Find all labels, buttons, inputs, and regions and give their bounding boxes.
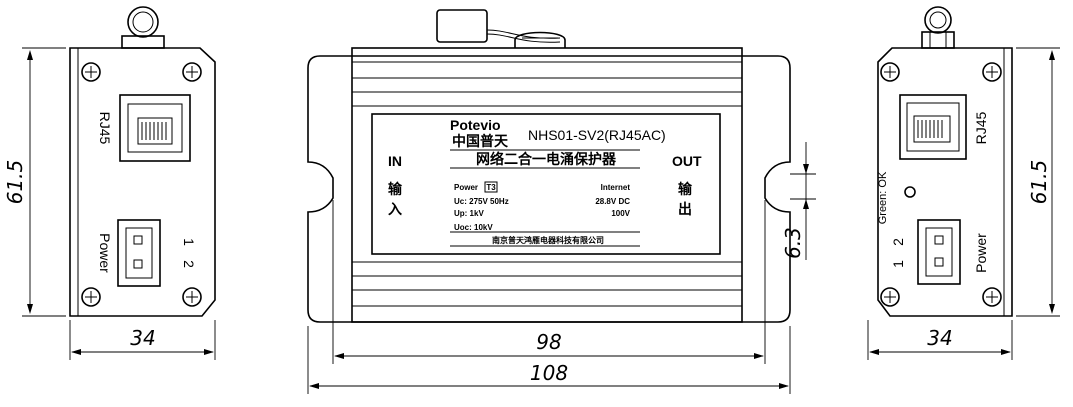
front-inner-value: 98 [536,330,561,354]
right-side-view: RJ45 Green: OK Power 2 1 61.5 [867,6,1060,360]
right-pin-1: 1 [890,260,906,268]
right-screw-bl [880,287,900,307]
left-side-view: RJ45 Power 1 2 61.5 34 [3,6,216,360]
front-label-panel [371,113,721,255]
front-out-label: OUT [672,153,702,169]
right-width-dim [867,320,1013,360]
left-screw-tr [182,62,202,82]
left-power-label: Power [97,233,113,273]
front-brand: Potevio [450,117,501,133]
front-uoc: Uoc: 10kV [454,223,493,232]
left-screw-br [182,287,202,307]
front-in-cn-1: 输 [388,181,403,197]
front-outer-dim [307,326,791,394]
front-cable [436,9,566,48]
right-led [904,186,916,198]
left-height-value: 61.5 [3,160,27,205]
right-led-label: Green: OK [877,171,889,224]
left-gland-ring [127,6,159,38]
right-power-label: Power [973,233,989,273]
left-rj45-label: RJ45 [97,112,113,145]
front-out-cn-1: 输 [678,181,693,197]
right-screw-br [982,287,1002,307]
front-maker: 南京普天鸿雁电器科技有限公司 [492,235,604,245]
right-gland-inner [929,11,947,29]
left-pin-2: 2 [181,260,197,268]
right-screw-tl [880,62,900,82]
front-inner-dim [332,200,766,364]
front-view: Potevio 中国普天 NHS01-SV2(RJ45AC) 网络二合一电涌保护… [307,9,816,394]
front-internet-up: 100V [611,209,630,218]
front-uc: Uc: 275V 50Hz [454,197,509,206]
front-model: NHS01-SV2(RJ45AC) [528,127,666,143]
right-height-value: 61.5 [1027,160,1051,205]
front-internet-label: Internet [601,183,631,192]
front-out-cn-2: 出 [678,201,692,217]
front-outer-value: 108 [530,361,568,385]
left-pin-1: 1 [181,238,197,246]
right-height-dim [1016,47,1060,317]
right-screw-tr [982,62,1002,82]
left-gland-inner [132,11,154,33]
front-hole-value: 6.3 [781,227,805,259]
left-height-dim [22,47,66,317]
front-power-label: Power [454,183,478,192]
front-up: Up: 1kV [454,209,484,218]
right-body-outline [877,47,1013,317]
left-screw-bl [81,287,101,307]
front-brand-cn: 中国普天 [452,133,509,149]
right-width-value: 34 [927,326,952,350]
left-rj45-jack [119,94,191,162]
left-width-dim [69,320,216,360]
right-gland-ring [924,6,952,34]
front-title-cn: 网络二合一电涌保护器 [476,151,617,167]
front-in-label: IN [388,153,402,169]
front-power-badge: T3 [486,183,496,192]
right-pin-2: 2 [890,238,906,246]
front-flange-outline [307,55,791,323]
left-power-terminal [117,219,161,287]
front-housing [351,47,743,323]
right-rj45-jack [899,94,967,160]
right-power-terminal [917,219,961,285]
left-width-value: 34 [130,326,155,350]
front-internet-v: 28.8V DC [595,197,630,206]
front-in-cn-2: 入 [388,201,402,217]
right-gland-base [921,31,955,49]
left-body-outline [69,47,216,317]
right-rj45-label: RJ45 [973,111,989,144]
left-screw-tl [81,62,101,82]
front-hole-dim [790,142,816,260]
front-power-badge-box [484,181,498,193]
